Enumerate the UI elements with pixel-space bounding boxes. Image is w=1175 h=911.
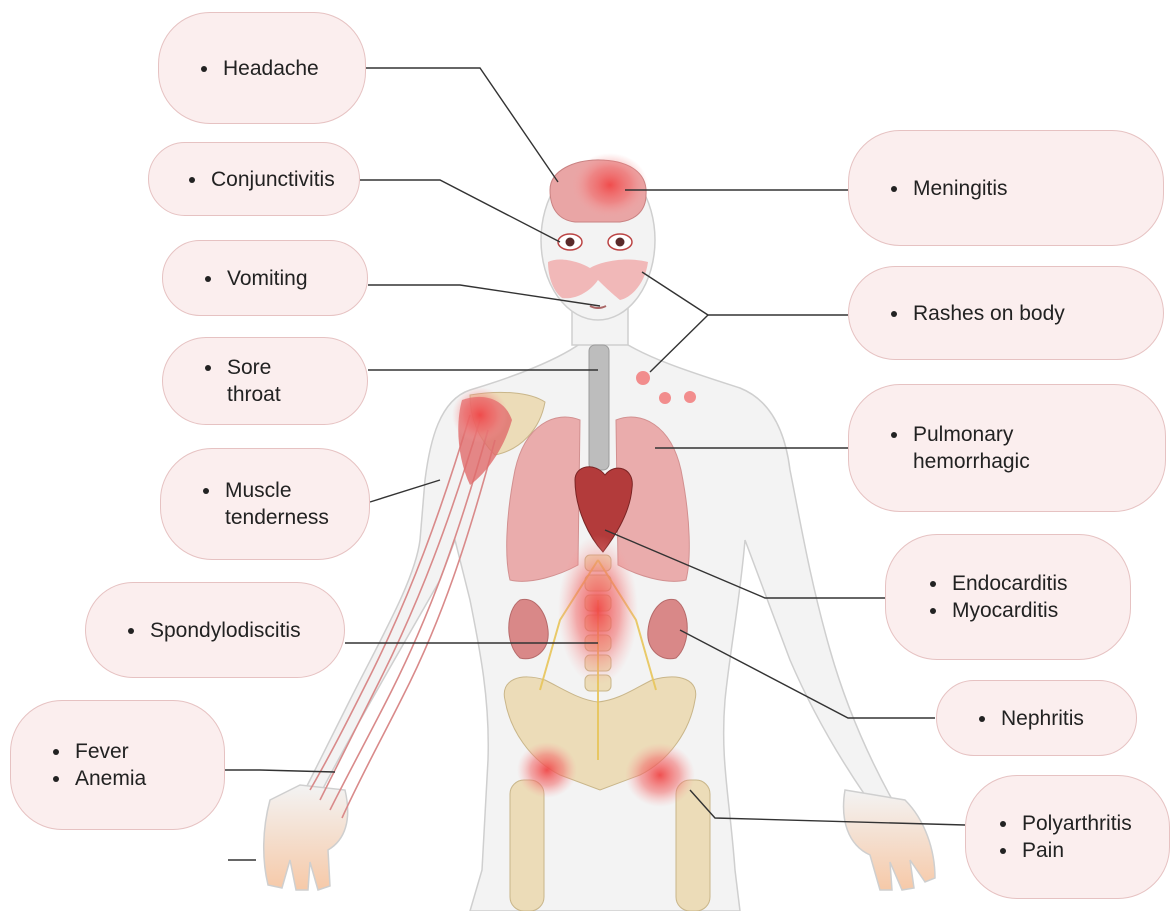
label-text-cont: throat (201, 381, 281, 408)
label-text: Vomiting (201, 265, 308, 292)
label-meningitis: Meningitis (848, 130, 1164, 246)
label-text: Nephritis (975, 705, 1084, 732)
right-hand (844, 790, 935, 890)
label-text: Spondylodiscitis (124, 617, 301, 644)
label-text: Myocarditis (926, 597, 1068, 624)
label-text: Muscle (199, 477, 329, 504)
label-text: Meningitis (887, 175, 1008, 202)
label-text-cont: hemorrhagic (887, 448, 1030, 475)
label-headache: Headache (158, 12, 366, 124)
label-text: Polyarthritis (996, 810, 1132, 837)
label-text: Pulmonary (887, 421, 1030, 448)
label-text: Headache (197, 55, 319, 82)
label-nephritis: Nephritis (936, 680, 1137, 756)
label-text-cont: tenderness (199, 504, 329, 531)
meninges-inflammation (572, 153, 648, 217)
label-vomiting: Vomiting (162, 240, 368, 316)
label-text: Rashes on body (887, 300, 1065, 327)
label-conjunctivitis: Conjunctivitis (148, 142, 360, 216)
label-rashes: Rashes on body (848, 266, 1164, 360)
label-text: Pain (996, 837, 1132, 864)
label-text: Sore (201, 354, 281, 381)
left-femur (510, 780, 544, 911)
label-spondylodiscitis: Spondylodiscitis (85, 582, 345, 678)
label-text: Anemia (49, 765, 146, 792)
label-text: Conjunctivitis (185, 166, 335, 193)
trachea (589, 345, 609, 470)
label-text: Fever (49, 738, 146, 765)
label-text: Endocarditis (926, 570, 1068, 597)
